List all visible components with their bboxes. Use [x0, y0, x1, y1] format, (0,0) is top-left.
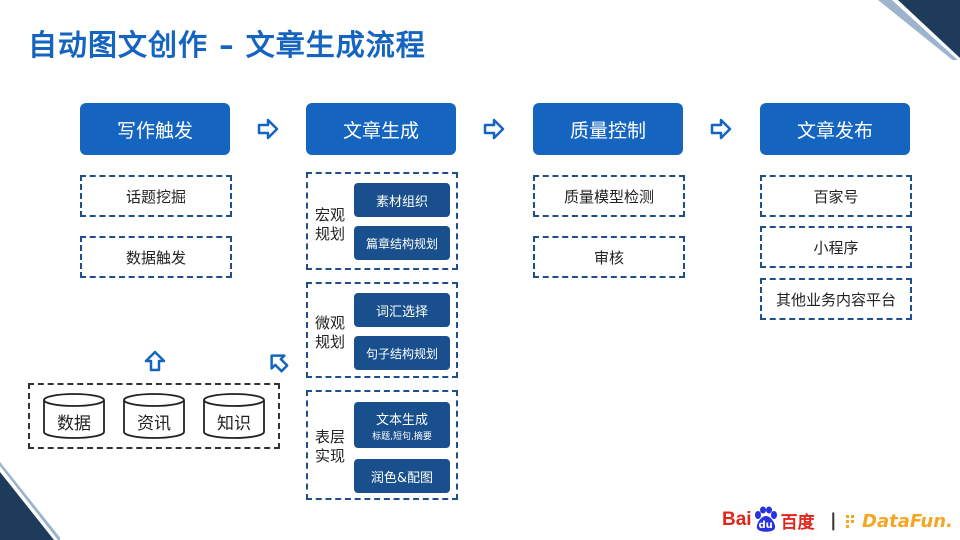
sub-item-text: 篇章结构规划	[365, 236, 438, 251]
data-sources-box	[28, 383, 280, 449]
data-source-label: 资讯	[137, 414, 171, 434]
right-arrow-icon	[257, 118, 279, 140]
data-source-label: 数据	[57, 414, 91, 434]
group-micro-planning	[306, 282, 458, 378]
group-label: 宏观规划	[314, 206, 345, 243]
right-arrow-icon	[483, 118, 505, 140]
sub-item-word-selection: 词汇选择	[354, 293, 450, 327]
baidu-paw-icon: du	[752, 506, 780, 534]
publish-item-other-platforms: 其他业务内容平台	[760, 278, 912, 320]
datafun-logo: DataFun.	[846, 508, 953, 534]
datafun-mark-icon	[846, 515, 854, 528]
group-macro-planning	[306, 172, 458, 270]
sub-item-text: 润色&配图	[370, 470, 434, 486]
diagonal-arrow-icon	[270, 354, 289, 373]
stage-writing-trigger: 写作触发	[80, 103, 230, 155]
stage-quality-control: 质量控制	[533, 103, 683, 155]
page-title: 自动图文创作 – 文章生成流程	[28, 28, 426, 62]
corner-decoration-bottom-left	[0, 462, 60, 540]
corner-decoration-top-right	[878, 0, 960, 60]
data-source-data: 数据	[42, 393, 106, 443]
publish-item-mini-program: 小程序	[760, 226, 912, 268]
database-icon	[203, 393, 265, 439]
sub-item-text: 词汇选择	[375, 304, 428, 320]
sub-item-text: 素材组织	[375, 194, 428, 210]
database-icon	[123, 393, 185, 439]
group-surface-realization	[306, 390, 458, 500]
baidu-logo-text-left: Bai	[722, 509, 752, 530]
baidu-paw-text: du	[758, 520, 773, 531]
sub-item-text: 文本生成	[375, 412, 428, 428]
database-icon	[43, 393, 105, 439]
trigger-item-data-trigger: 数据触发	[80, 236, 232, 278]
right-arrow-icon	[710, 118, 732, 140]
baidu-logo: Bai du 百度	[722, 506, 815, 534]
data-source-label: 知识	[217, 414, 251, 434]
data-source-knowledge: 知识	[202, 393, 266, 443]
quality-item-review: 审核	[533, 236, 685, 278]
baidu-paw-shape	[754, 506, 777, 532]
trigger-item-topic-mining: 话题挖掘	[80, 175, 232, 217]
group-label: 微观规划	[314, 314, 345, 351]
sub-item-discourse-structure: 篇章结构规划	[354, 226, 450, 260]
up-arrow-icon	[144, 350, 166, 372]
datafun-logo-text: DataFun.	[862, 510, 953, 532]
group-label: 表层实现	[314, 428, 345, 465]
sub-item-polish-illustrate: 润色&配图	[354, 459, 450, 493]
publish-item-baijiahao: 百家号	[760, 175, 912, 217]
baidu-logo-text-right: 百度	[780, 512, 815, 533]
sub-item-text-generation: 文本生成 标题,短句,摘要	[354, 402, 450, 448]
sub-item-material-organization: 素材组织	[354, 183, 450, 217]
stage-article-generation: 文章生成	[306, 103, 456, 155]
quality-item-model-detection: 质量模型检测	[533, 175, 685, 217]
logo-separator: |	[830, 510, 837, 531]
sub-item-subtext: 标题,短句,摘要	[372, 431, 432, 442]
sub-item-sentence-structure: 句子结构规划	[354, 336, 450, 370]
sub-item-text: 句子结构规划	[365, 346, 438, 361]
data-source-news: 资讯	[122, 393, 186, 443]
stage-article-publish: 文章发布	[760, 103, 910, 155]
